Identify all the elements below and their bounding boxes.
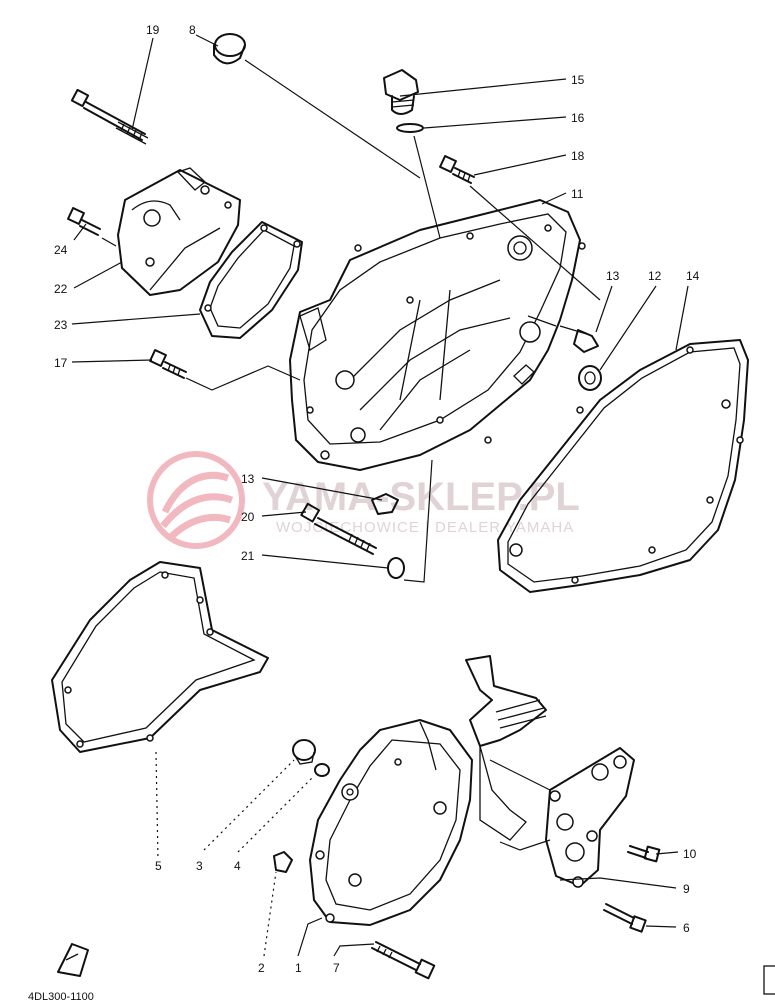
- part-17-bolt: [149, 349, 187, 379]
- callout-2: 2: [258, 961, 265, 975]
- part-15-oil-filler-plug: [383, 69, 419, 115]
- callout-8: 8: [189, 23, 196, 37]
- part-21-washer: [387, 557, 405, 579]
- callout-14: 14: [686, 269, 700, 283]
- part-14-cover-gasket: [497, 339, 749, 593]
- callout-22: 22: [54, 282, 68, 296]
- part-20-bolt: [300, 502, 377, 555]
- callout-19: 19: [146, 23, 160, 37]
- callout-7: 7: [333, 961, 340, 975]
- callout-9: 9: [683, 882, 690, 896]
- callout-17: 17: [54, 356, 68, 370]
- callout-13-lower: 13: [241, 472, 255, 486]
- callout-24: 24: [54, 243, 68, 257]
- part-12-oil-seal: [578, 365, 602, 391]
- part-16-o-ring: [396, 123, 424, 133]
- part-19-long-bolt: [70, 88, 149, 145]
- part-13-dowel-lower: [371, 493, 399, 515]
- leader-lines: [71, 34, 689, 957]
- part-2-dowel: [273, 851, 293, 873]
- part-5-gasket: [51, 561, 269, 753]
- callout-3: 3: [196, 859, 203, 873]
- callout-21: 21: [241, 549, 255, 563]
- diagram-code: 4DL300-1100: [28, 991, 94, 1003]
- part-11-crankcase-cover: [289, 199, 586, 471]
- watermark: YAMA-SKLEP.PL WOJCIECHOWICE | DEALER YAM…: [147, 451, 580, 549]
- page-edge-box: [763, 965, 775, 995]
- part-9-plate: [545, 747, 635, 888]
- part-6-bolt: [603, 903, 647, 933]
- callout-23: 23: [54, 318, 68, 332]
- front-direction-icon: [57, 943, 89, 977]
- part-8-collar: [213, 33, 246, 65]
- part-18-bolt: [439, 155, 475, 184]
- part-1-generator-cover: [309, 719, 473, 926]
- callout-18: 18: [571, 149, 585, 163]
- callout-15: 15: [571, 73, 585, 87]
- callout-10: 10: [683, 847, 697, 861]
- part-10-bolt: [627, 845, 661, 863]
- callout-11: 11: [571, 187, 584, 201]
- part-3-plug: [292, 739, 316, 765]
- part-22-water-pump-cover: [117, 167, 241, 296]
- callout-20: 20: [241, 510, 255, 524]
- shift-lever-bracket: [465, 655, 547, 841]
- callout-16: 16: [571, 111, 585, 125]
- watermark-logo: [147, 451, 245, 549]
- callout-1: 1: [295, 961, 302, 975]
- callout-6: 6: [683, 921, 690, 935]
- callout-12: 12: [648, 269, 662, 283]
- callout-5: 5: [155, 859, 162, 873]
- part-4-o-ring: [314, 763, 330, 777]
- callout-labels: 19 8 15 16 18 11 24 22 23 13 12 14 17 13…: [54, 23, 700, 975]
- part-7-bolt: [371, 941, 436, 980]
- part-24-bolt: [67, 207, 101, 236]
- callout-4: 4: [234, 859, 241, 873]
- watermark-subtitle: WOJCIECHOWICE | DEALER YAMAHA: [276, 519, 574, 536]
- part-23-pump-gasket: [199, 221, 303, 339]
- callout-13-upper: 13: [606, 269, 620, 283]
- watermark-title: YAMA-SKLEP.PL: [262, 475, 580, 519]
